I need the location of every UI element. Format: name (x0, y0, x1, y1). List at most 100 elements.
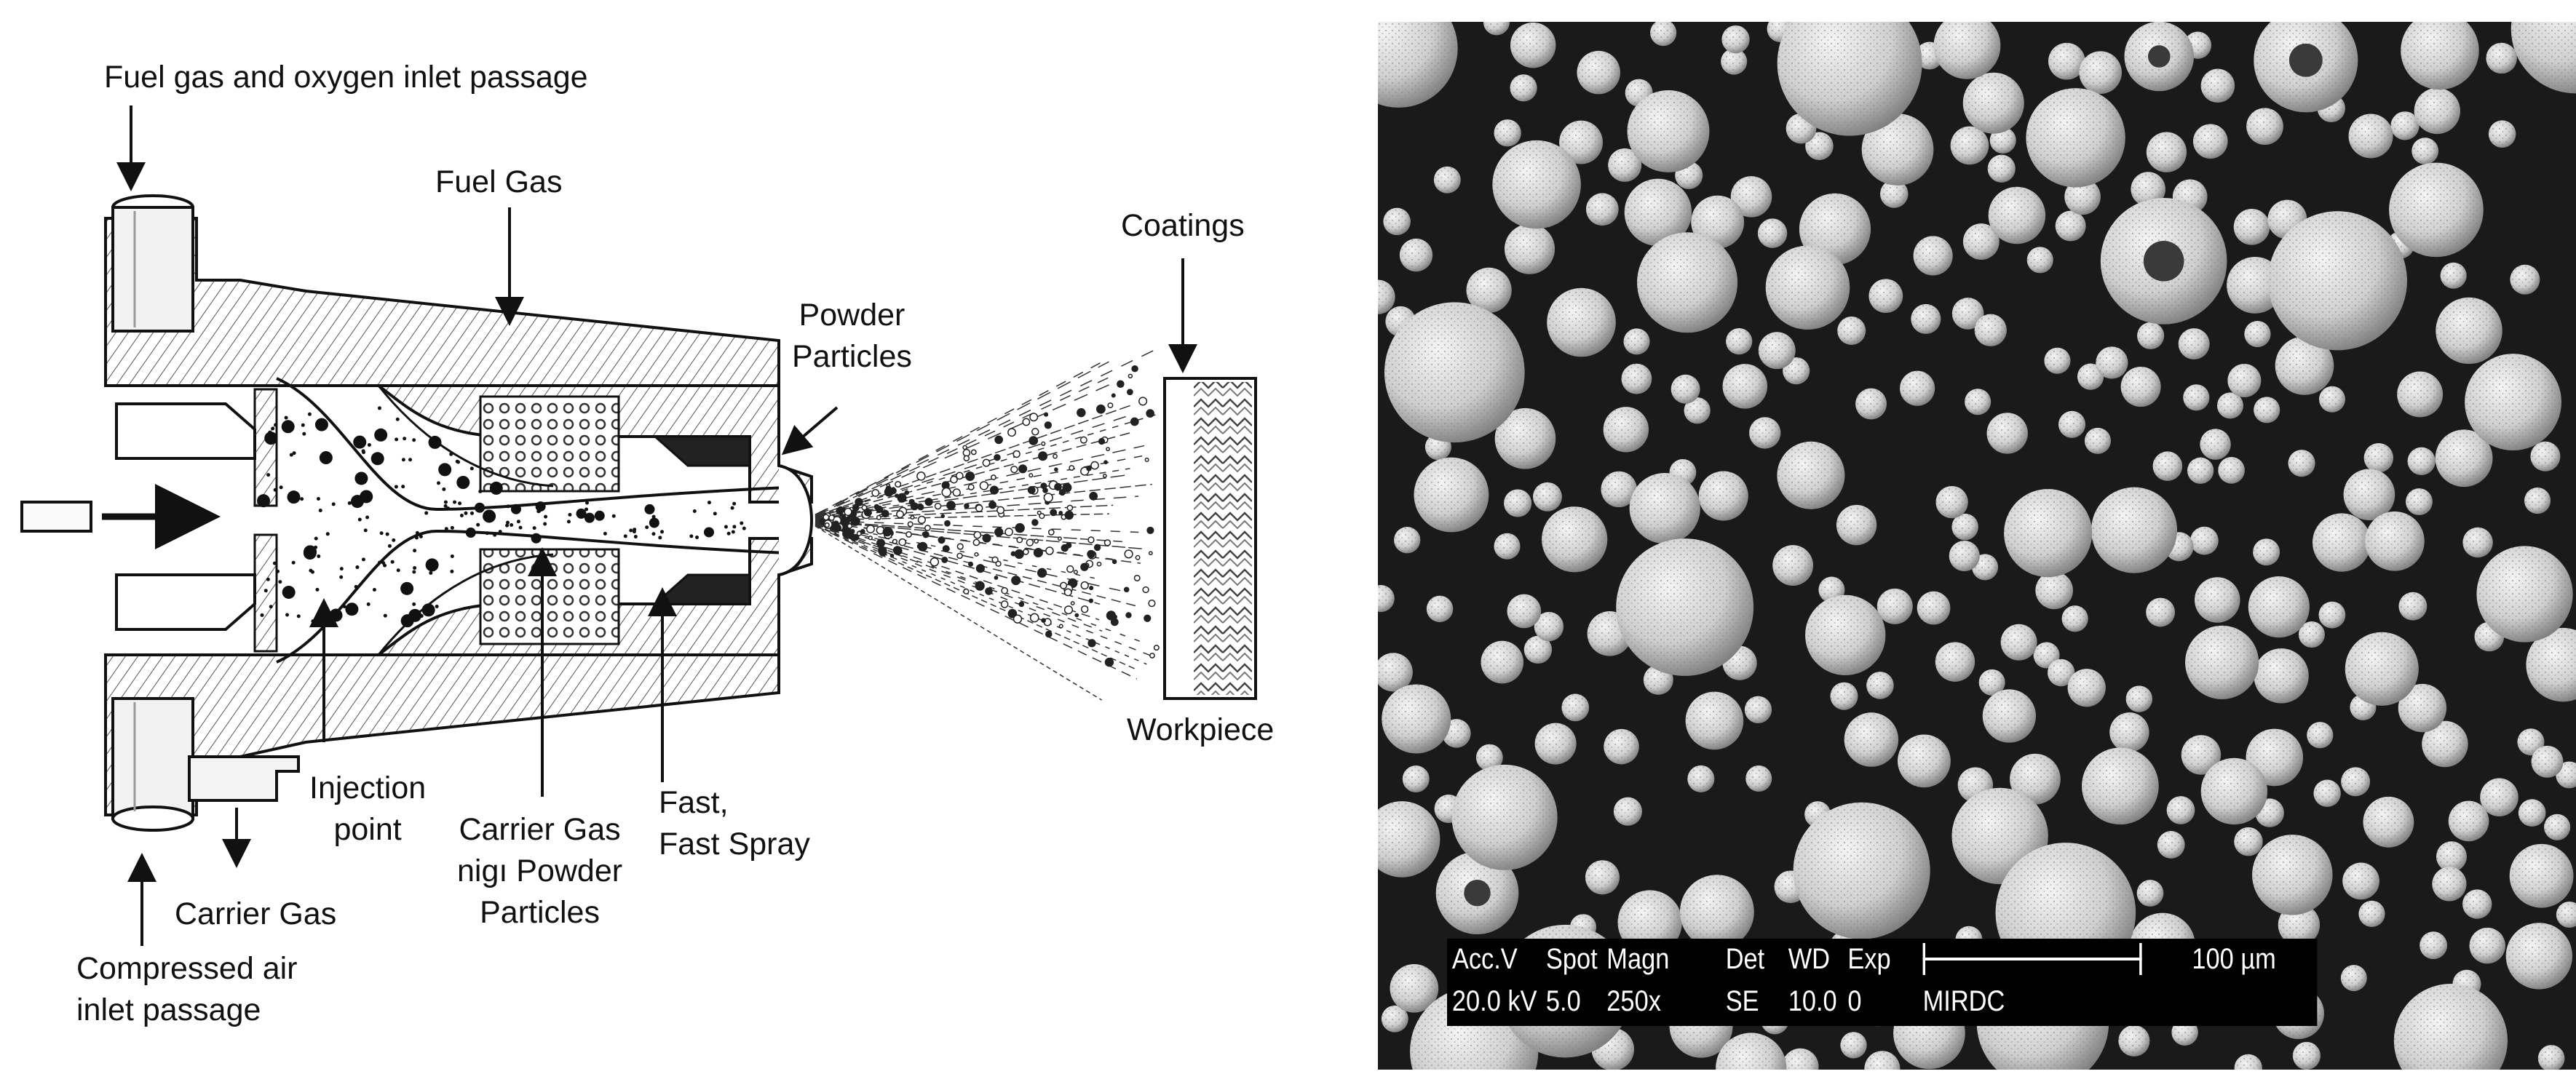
sem-exp-value: 0 (1847, 985, 1861, 1018)
spray-particle (983, 459, 989, 466)
sem-particle-texture (1935, 486, 1967, 518)
spray-particle (1039, 514, 1045, 519)
spray-particle (890, 488, 896, 494)
spray-particle (825, 523, 829, 528)
sem-particle-texture (1492, 140, 1581, 229)
gun-particle (499, 530, 502, 533)
spray-particle (1074, 570, 1078, 574)
spray-particle (1041, 483, 1046, 488)
spray-particle (905, 490, 908, 494)
sem-particle-texture (2185, 626, 2259, 699)
gun-particle (476, 523, 480, 527)
gun-particle (257, 494, 270, 507)
spray-particle (1063, 483, 1071, 492)
sem-info-bar: Acc.V Spot Magn Det WD Exp 100 µm 20.0 k… (1447, 939, 2317, 1026)
gun-particle (533, 526, 536, 530)
sem-particle-texture (1561, 694, 1589, 722)
sem-particle-texture (1721, 25, 1749, 53)
spray-particle (942, 488, 951, 497)
gun-particle (510, 523, 513, 527)
sem-particle-texture (1840, 1032, 1866, 1058)
spray-particle (1031, 613, 1039, 621)
sem-particle-texture (1671, 375, 1700, 404)
spray-particle (925, 498, 932, 506)
sem-particle-texture (1384, 302, 1525, 442)
spray-particle (1097, 405, 1105, 413)
spray-particle (1128, 389, 1133, 394)
spray-particle (1017, 537, 1022, 542)
gun-particle (732, 502, 736, 506)
spray-particle (1042, 618, 1045, 622)
sem-particle-texture (2288, 450, 2315, 477)
gun-particle (300, 497, 304, 501)
gun-particle (444, 501, 448, 504)
sem-particle-texture (2293, 1042, 2321, 1070)
gun-particle (429, 567, 432, 570)
powder-injector-upper (655, 437, 750, 466)
spray-particle (1014, 615, 1022, 623)
sem-particle-texture (1898, 734, 1951, 787)
sem-particle-texture (2363, 797, 2414, 848)
sem-particle-texture (2235, 1054, 2262, 1070)
gun-particle (386, 533, 389, 536)
spray-particle (964, 589, 969, 594)
spray-particle (1002, 601, 1008, 608)
gun-particle (445, 527, 448, 530)
sem-particle-texture (1726, 328, 1752, 354)
sem-particle-texture (1494, 533, 1521, 560)
sem-accv-value: 20.0 kV (1452, 985, 1537, 1018)
sem-particle-hole (2289, 44, 2323, 77)
gun-particle (311, 619, 314, 623)
sem-particle-texture (2195, 577, 2240, 623)
spray-particle (897, 511, 903, 517)
spray-particle (1095, 544, 1101, 550)
gun-particle (460, 514, 464, 517)
sem-particle-texture (1963, 73, 2024, 134)
sem-particle-texture (2157, 831, 2185, 859)
spray-particle (973, 539, 979, 545)
sem-particle-texture (1900, 371, 1935, 406)
sem-particle-texture (1934, 22, 2001, 79)
sem-particle-texture (1866, 672, 1894, 699)
spray-particle (1136, 556, 1139, 560)
gun-particle (415, 536, 419, 540)
spray-particle (1150, 653, 1154, 658)
spray-particle (906, 532, 911, 537)
sem-particle-texture (2193, 124, 2228, 159)
sem-particle-texture (2146, 598, 2175, 627)
spray-particle (1082, 606, 1088, 613)
gun-particle (568, 513, 571, 517)
sem-particle-texture (1547, 288, 1616, 357)
sem-scale-tick-left (1923, 943, 1925, 975)
spray-particle (1042, 442, 1045, 445)
sem-accv-label: Acc.V (1452, 943, 1518, 976)
spray-particle (953, 489, 960, 496)
sem-particle-texture (2389, 163, 2484, 258)
gun-particle (458, 482, 461, 485)
sem-particle-texture (1772, 545, 1813, 586)
spray-plume (815, 349, 1159, 700)
sem-particle-hole (2144, 241, 2184, 282)
gun-particle (412, 438, 416, 442)
sem-particle-texture (1403, 765, 1430, 792)
sem-particle-texture (2179, 328, 2210, 359)
sem-particle-texture (1951, 127, 1989, 165)
sem-particle-texture (2246, 108, 2283, 145)
spray-particle (1071, 602, 1074, 605)
sem-particle-texture (2137, 880, 2164, 907)
sem-particle-texture (2254, 397, 2280, 423)
spray-line (815, 475, 1125, 519)
spray-line (815, 525, 1137, 669)
sem-particle-texture (2411, 138, 2438, 164)
sem-particle-texture (1836, 505, 1876, 545)
gun-particle (603, 532, 607, 536)
sem-particle-texture (1414, 458, 1489, 533)
gun-particle (408, 458, 412, 461)
sem-particle-texture (1965, 389, 1991, 415)
spray-particle (867, 525, 874, 533)
gun-particle (278, 580, 282, 584)
spray-particle (1126, 613, 1131, 618)
spray-particle (991, 486, 999, 494)
spray-particle (1034, 549, 1043, 557)
sem-scale-tick-right (2139, 943, 2141, 975)
